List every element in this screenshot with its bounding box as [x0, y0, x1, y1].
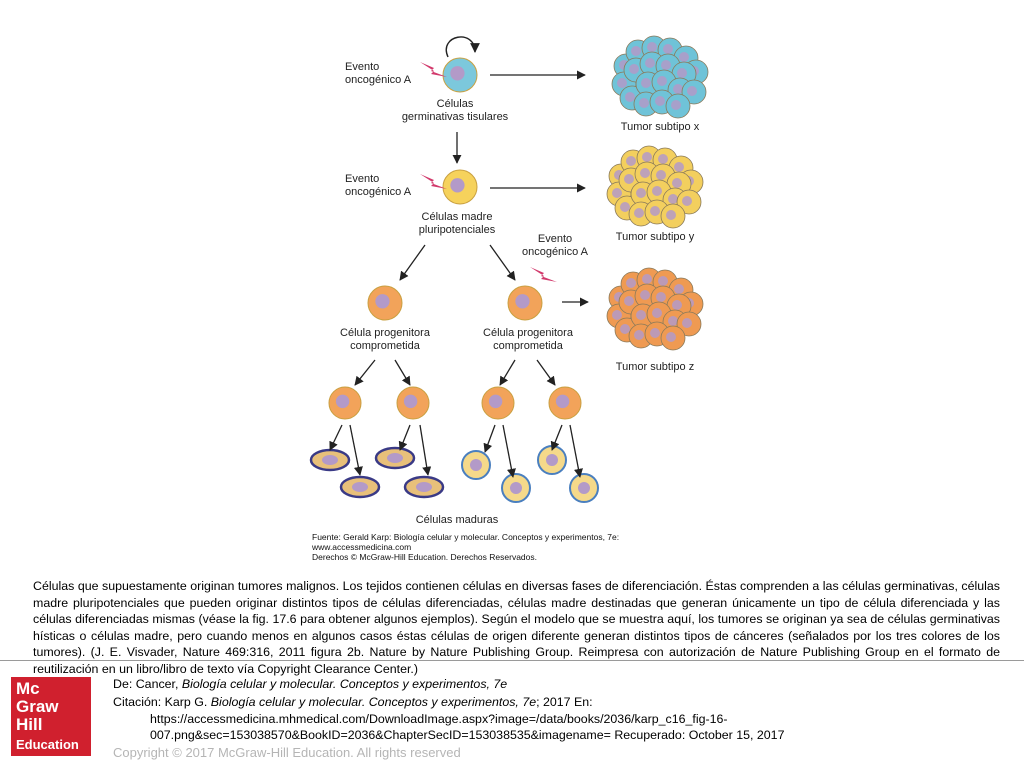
arrow: [349, 424, 363, 476]
progenitor-cell-right: [507, 285, 543, 321]
arrow: [398, 424, 411, 451]
mature-cell: [309, 448, 351, 472]
arrow-stem-to-progenitor-left: [399, 244, 426, 281]
arrow: [569, 424, 583, 478]
arrow: [502, 424, 516, 478]
oncogenic-bolt: [420, 174, 447, 189]
mature-cell: [374, 446, 416, 470]
progenitor-cell: [328, 386, 362, 420]
mcgraw-hill-logo: Mc Graw Hill Education: [11, 677, 91, 756]
stem-cell: [442, 169, 478, 205]
tumor-x-label: Tumor subtipo x: [621, 121, 700, 133]
arrow: [499, 359, 516, 386]
footer-divider: [0, 660, 1024, 661]
citation-url[interactable]: https://accessmedicina.mhmedical.com/Dow…: [150, 711, 728, 726]
mature-cell: [461, 450, 491, 480]
progenitor-cell: [548, 386, 582, 420]
tumor-y: [606, 145, 704, 229]
source-line: De: Cancer, Biología celular y molecular…: [113, 677, 508, 691]
mature-cell: [403, 475, 445, 499]
figure-source: www.accessmedicina.com: [311, 542, 411, 552]
citation-url-cont[interactable]: 007.png&sec=153038570&BookID=2036&Chapte…: [150, 728, 785, 742]
arrow: [536, 359, 556, 386]
figure-caption: Células que supuestamente originan tumor…: [33, 579, 1000, 676]
oncogenic-bolt: [530, 267, 557, 282]
arrow: [394, 359, 411, 386]
arrow: [329, 424, 343, 451]
figure-source: Fuente: Gerald Karp: Biología celular y …: [312, 532, 619, 542]
germ-cell: [442, 57, 478, 93]
progenitor-cell-left: [367, 285, 403, 321]
tumor-z: [606, 267, 704, 351]
mature-cell: [339, 475, 381, 499]
progenitor-cell: [481, 386, 515, 420]
arrow: [419, 424, 432, 476]
arrow-stem-to-progenitor-right: [489, 244, 516, 281]
citation: Citación: Karp G. Biología celular y mol…: [113, 694, 893, 744]
arrow: [483, 424, 496, 453]
copyright-notice: Copyright © 2017 McGraw-Hill Education. …: [113, 745, 461, 760]
mature-cell: [501, 473, 531, 503]
tumor-z-label: Tumor subtipo z: [616, 361, 694, 373]
arrow: [354, 359, 376, 386]
tumor-x: [611, 35, 709, 119]
oncogenic-bolt: [420, 62, 447, 77]
mature-cells-label: Células maduras: [416, 514, 499, 526]
mature-cell: [537, 445, 567, 475]
arrow: [550, 424, 563, 451]
tumor-y-label: Tumor subtipo y: [616, 231, 695, 243]
mature-cell: [569, 473, 599, 503]
figure-source: Derechos © McGraw-Hill Education. Derech…: [312, 552, 537, 562]
progenitor-cell: [396, 386, 430, 420]
